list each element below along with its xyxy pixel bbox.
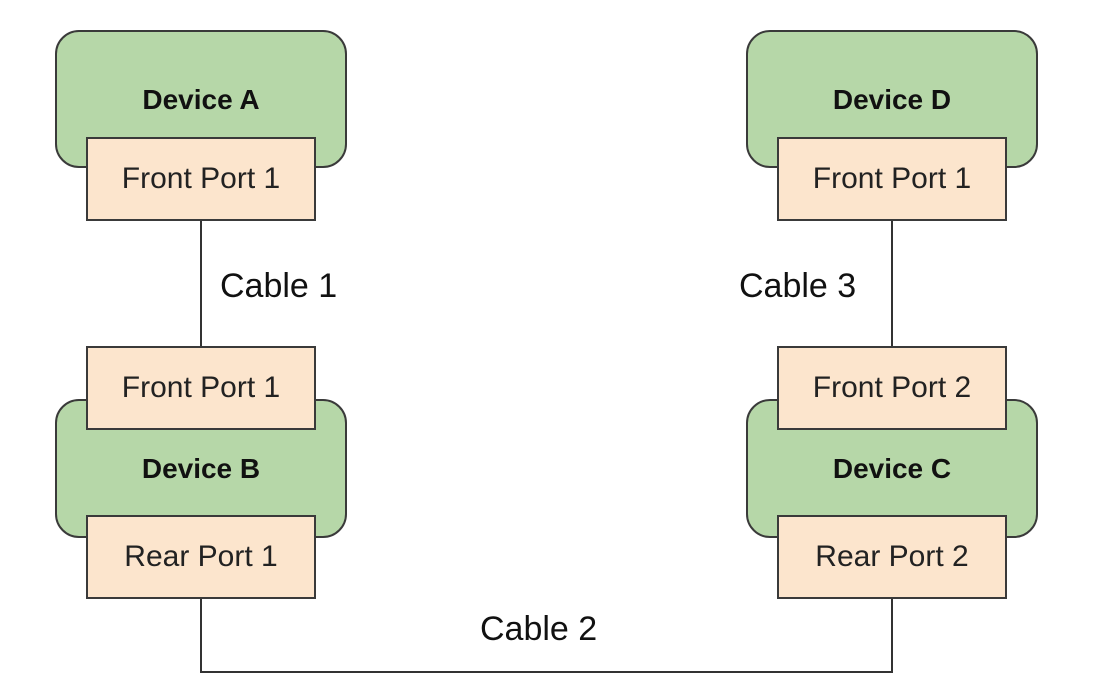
device-d-label: Device D	[832, 84, 952, 115]
cable-3-label: Cable 3	[739, 267, 857, 305]
cable-2-line	[200, 599, 893, 673]
device-c-front-port-2: Front Port 2	[777, 346, 1007, 430]
device-b-front-port-1: Front Port 1	[86, 346, 316, 430]
device-b-rear-port-1: Rear Port 1	[86, 515, 316, 599]
device-b-label: Device B	[141, 453, 261, 484]
device-d-front-port-1: Front Port 1	[777, 137, 1007, 221]
cable-1-label: Cable 1	[220, 267, 338, 305]
device-c-label: Device C	[832, 453, 952, 484]
device-c-rear-port-2: Rear Port 2	[777, 515, 1007, 599]
device-a-label: Device A	[142, 84, 260, 115]
cable-2-label: Cable 2	[480, 610, 598, 648]
device-a-front-port-1: Front Port 1	[86, 137, 316, 221]
